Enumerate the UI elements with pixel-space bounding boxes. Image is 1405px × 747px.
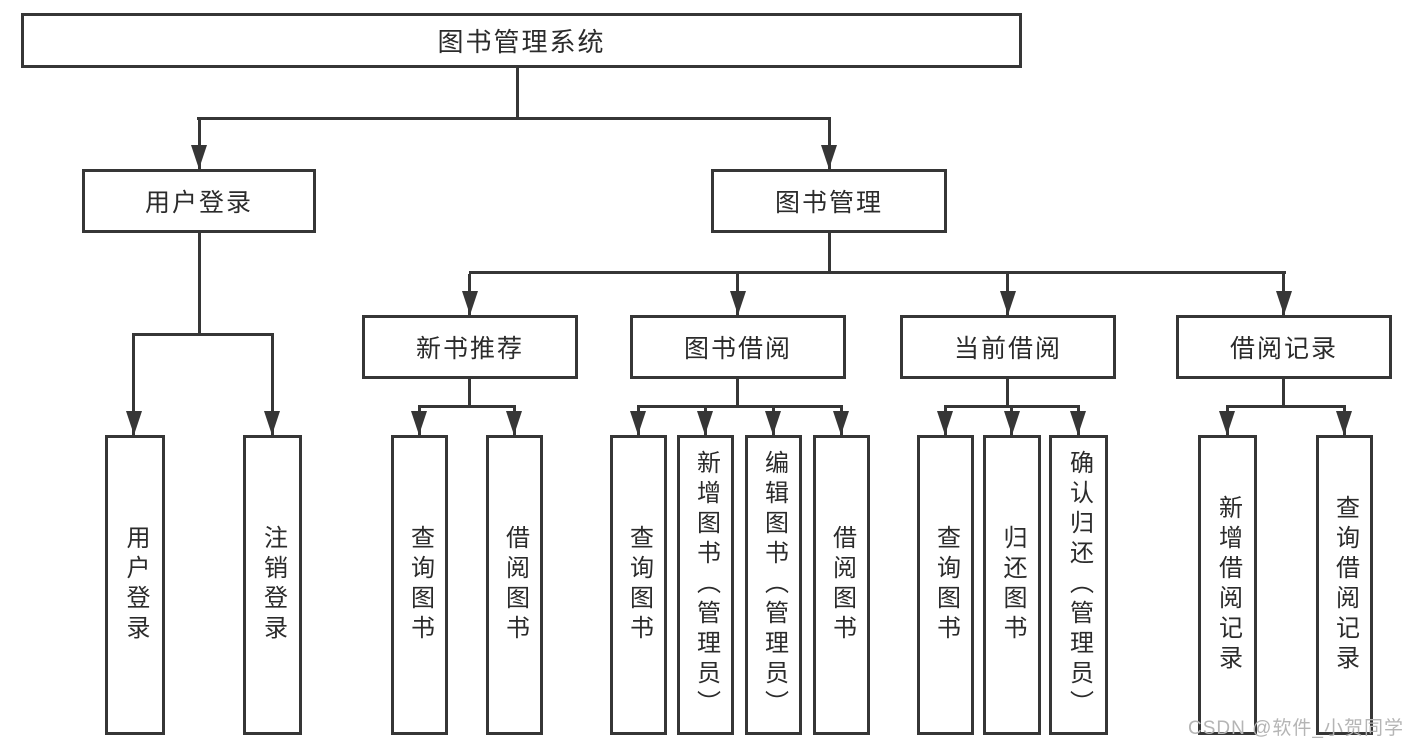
arrow-down-icon xyxy=(697,411,713,435)
node-label: 新书推荐 xyxy=(415,335,524,363)
node-borrow-books-recommend: 借阅图书 xyxy=(486,435,543,735)
node-query-borrow-record: 查询借阅记录 xyxy=(1316,435,1373,735)
node-label: 新增图书（管理员） xyxy=(692,450,720,720)
connector-bar xyxy=(1226,405,1346,408)
node-return-book: 归还图书 xyxy=(983,435,1041,735)
node-confirm-return-admin: 确认归还（管理员） xyxy=(1049,435,1108,735)
connector-stem xyxy=(516,68,519,120)
node-label: 确认归还（管理员） xyxy=(1065,450,1093,720)
arrow-down-icon xyxy=(937,411,953,435)
node-label: 归还图书 xyxy=(999,525,1026,645)
node-query-books-recommend: 查询图书 xyxy=(391,435,448,735)
arrow-down-icon xyxy=(630,411,646,435)
node-library-management-system: 图书管理系统 xyxy=(21,13,1022,68)
node-add-borrow-record: 新增借阅记录 xyxy=(1198,435,1257,735)
node-add-book-admin: 新增图书（管理员） xyxy=(677,435,734,735)
arrow-down-icon xyxy=(1004,411,1020,435)
node-label: 图书管理 xyxy=(774,189,883,217)
connector-stem xyxy=(198,233,201,333)
node-user-login-leaf: 用户登录 xyxy=(105,435,165,735)
node-label: 查询图书 xyxy=(406,525,434,645)
node-label: 图书管理系统 xyxy=(437,27,606,57)
connector-drop xyxy=(198,120,201,169)
node-label: 用户登录 xyxy=(122,525,149,645)
watermark: CSDN @软件_小贺同学 xyxy=(1188,718,1404,739)
connector-drop xyxy=(271,336,274,435)
node-label: 查询图书 xyxy=(932,525,960,645)
arrow-down-icon xyxy=(1276,291,1292,315)
node-label: 注销登录 xyxy=(259,525,287,645)
connector-bar xyxy=(418,405,516,408)
connector-drop xyxy=(828,120,831,169)
connector-stem xyxy=(736,379,739,406)
arrow-down-icon xyxy=(821,145,837,169)
node-label: 查询借阅记录 xyxy=(1331,495,1359,675)
node-book-borrowing: 图书借阅 xyxy=(630,315,846,379)
node-borrowing-records: 借阅记录 xyxy=(1176,315,1392,379)
arrow-down-icon xyxy=(1000,291,1016,315)
node-label: 图书借阅 xyxy=(683,335,792,363)
arrow-down-icon xyxy=(833,411,849,435)
arrow-down-icon xyxy=(191,145,207,169)
connector-bar xyxy=(637,405,843,408)
arrow-down-icon xyxy=(264,411,280,435)
connector-bar xyxy=(197,117,831,120)
connector-bar xyxy=(944,405,1080,408)
node-logout: 注销登录 xyxy=(243,435,302,735)
node-query-books-borrowing: 查询图书 xyxy=(610,435,667,735)
node-user-login: 用户登录 xyxy=(82,169,316,233)
connector-drop xyxy=(132,336,135,435)
node-label: 借阅图书 xyxy=(501,525,529,645)
arrow-down-icon xyxy=(462,291,478,315)
arrow-down-icon xyxy=(126,411,142,435)
connector-bar xyxy=(469,271,1286,274)
node-label: 查询图书 xyxy=(625,525,653,645)
node-label: 新增借阅记录 xyxy=(1214,495,1242,675)
node-edit-book-admin: 编辑图书（管理员） xyxy=(745,435,802,735)
node-query-books-current: 查询图书 xyxy=(917,435,974,735)
arrow-down-icon xyxy=(730,291,746,315)
connector-bar xyxy=(132,333,274,336)
node-label: 借阅图书 xyxy=(828,525,856,645)
node-borrow-books-borrowing: 借阅图书 xyxy=(813,435,870,735)
connector-stem xyxy=(1006,379,1009,406)
arrow-down-icon xyxy=(506,411,522,435)
node-label: 编辑图书（管理员） xyxy=(760,450,788,720)
connector-stem xyxy=(828,233,831,273)
node-label: 用户登录 xyxy=(144,189,253,217)
arrow-down-icon xyxy=(1070,411,1086,435)
arrow-down-icon xyxy=(1336,411,1352,435)
arrow-down-icon xyxy=(1219,411,1235,435)
connector-stem xyxy=(468,379,471,406)
arrow-down-icon xyxy=(411,411,427,435)
connector-stem xyxy=(1282,379,1285,406)
node-label: 借阅记录 xyxy=(1229,335,1338,363)
node-label: 当前借阅 xyxy=(953,335,1062,363)
node-new-book-recommendation: 新书推荐 xyxy=(362,315,578,379)
node-current-borrowing: 当前借阅 xyxy=(900,315,1116,379)
arrow-down-icon xyxy=(765,411,781,435)
node-book-management: 图书管理 xyxy=(711,169,947,233)
